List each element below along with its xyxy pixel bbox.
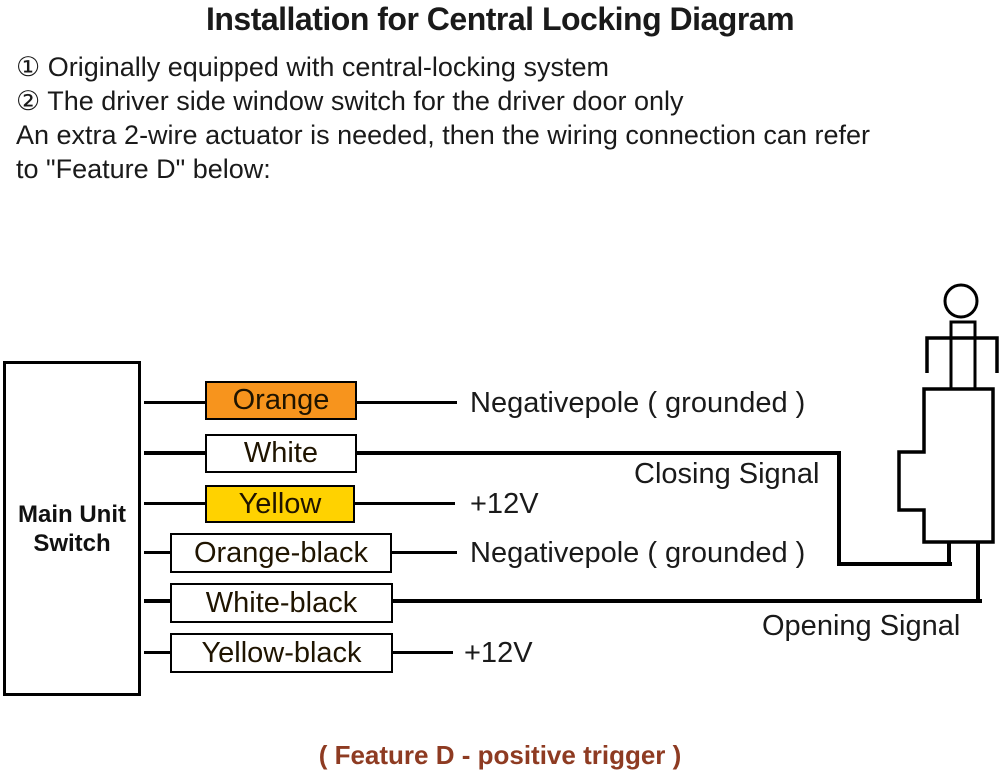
opening-signal-label: Opening Signal [762, 610, 961, 642]
wire-line-white-black-opening [144, 599, 982, 603]
terminal-12v-yellow-black: +12V [464, 637, 533, 669]
main-unit-label-line1: Main Unit [18, 500, 126, 528]
wire-label-white-black: White-black [170, 583, 393, 623]
closing-signal-label: Closing Signal [634, 458, 820, 490]
instruction-line-2: ② The driver side window switch for the … [16, 86, 684, 116]
door-lock-actuator-icon [897, 283, 999, 601]
wire-label-yellow: Yellow [205, 485, 355, 523]
terminal-12v-yellow: +12V [470, 488, 539, 520]
wire-label-orange: Orange [205, 381, 357, 420]
wire-line-closing-horizontal [837, 562, 952, 566]
main-unit-switch-box: Main Unit Switch [3, 361, 141, 696]
feature-caption: ( Feature D - positive trigger ) [318, 740, 682, 770]
terminal-negativepole-orange-black: Negativepole ( grounded ) [470, 537, 806, 569]
instruction-line-3: An extra 2-wire actuator is needed, then… [16, 120, 870, 150]
wire-label-yellow-black: Yellow-black [170, 633, 393, 673]
wire-line-closing-vertical [837, 451, 841, 566]
instruction-line-4: to "Feature D" below: [16, 154, 271, 184]
instructions: ① Originally equipped with central-locki… [16, 50, 996, 186]
main-unit-label-line2: Switch [33, 529, 111, 557]
wire-line-white-closing [144, 451, 841, 455]
page-title: Installation for Central Locking Diagram [205, 1, 795, 37]
wire-label-white: White [205, 434, 357, 473]
terminal-negativepole-orange: Negativepole ( grounded ) [470, 387, 806, 419]
wire-label-orange-black: Orange-black [170, 533, 392, 573]
instruction-line-1: ① Originally equipped with central-locki… [16, 52, 609, 82]
